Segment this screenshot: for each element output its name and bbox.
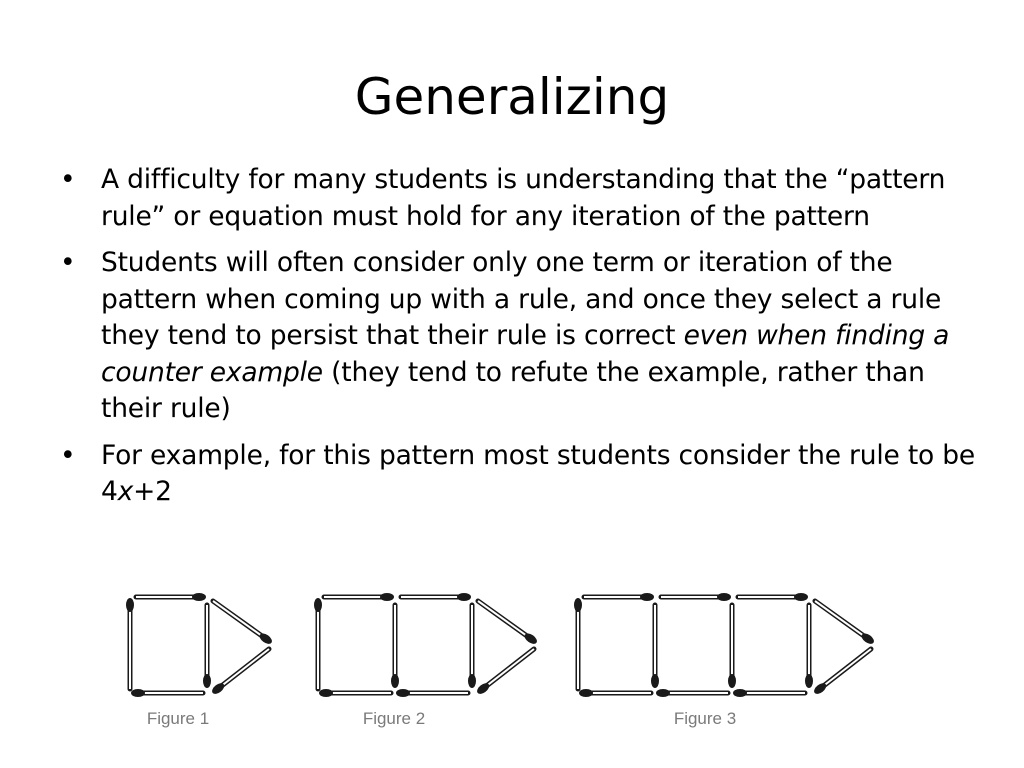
triangle-lower-stick-highlight [479,648,535,692]
bullet-text: A difficulty for many students is unders… [101,164,946,232]
match-head [717,593,731,601]
match-head [656,689,670,697]
bullet-variable: x [117,476,134,507]
figure-2: Figure 2 [314,593,537,728]
figure-1: Figure 1 [126,593,272,728]
bullet-item-3: • For example, for this pattern most stu… [56,438,986,511]
match-head [640,593,654,601]
bullet-emphasis: even when finding a counter example [101,320,950,388]
bullet-text-continued: +2 [133,476,172,507]
figure-1-label: Figure 1 [147,709,209,728]
match-head [457,593,471,601]
triangle-lower-stick-highlight [214,648,270,692]
triangle-upper-stick-highlight [212,600,270,642]
bullet-marker: • [60,164,76,195]
triangle-lower-stick-highlight [816,648,872,692]
match-head [380,593,394,601]
figure-3-matchsticks [574,593,874,697]
match-head [259,633,272,644]
match-head [212,683,225,694]
triangle-upper-stick-highlight [477,600,535,642]
match-head [468,674,476,688]
bullet-text: Students will often consider only one te… [101,247,942,351]
figure-3-label: Figure 3 [674,709,736,728]
match-head [314,598,322,612]
bullet-marker: • [60,247,76,278]
match-head [396,689,410,697]
match-head [391,674,399,688]
match-head [814,683,827,694]
bullet-item-2: • Students will often consider only one … [56,245,986,428]
match-head [794,593,808,601]
match-head [651,674,659,688]
match-head [126,598,134,612]
figure-2-matchsticks [314,593,537,697]
match-head [477,683,490,694]
match-head [728,674,736,688]
triangle-upper-stick-highlight [814,600,872,642]
match-head [131,689,145,697]
bullet-text: For example, for this pattern most stude… [101,439,975,508]
bullet-item-1: • A difficulty for many students is unde… [56,162,986,235]
slide-title: Generalizing [354,68,670,126]
match-head [192,593,206,601]
match-head [203,674,211,688]
match-head [733,689,747,697]
match-head [805,674,813,688]
figure-3: Figure 3 [574,593,874,728]
match-head [319,689,333,697]
figure-2-label: Figure 2 [363,709,425,728]
match-head [861,633,874,644]
match-head [574,598,582,612]
figure-1-matchsticks [126,593,272,697]
bullet-list: • A difficulty for many students is unde… [56,162,986,521]
matchstick-figures: Figure 1 Figure 2 Figure 3 [126,593,874,728]
match-head [524,633,537,644]
match-head [579,689,593,697]
bullet-marker: • [60,439,76,471]
bullet-text-continued: (they tend to refute the example, rather… [101,356,925,425]
